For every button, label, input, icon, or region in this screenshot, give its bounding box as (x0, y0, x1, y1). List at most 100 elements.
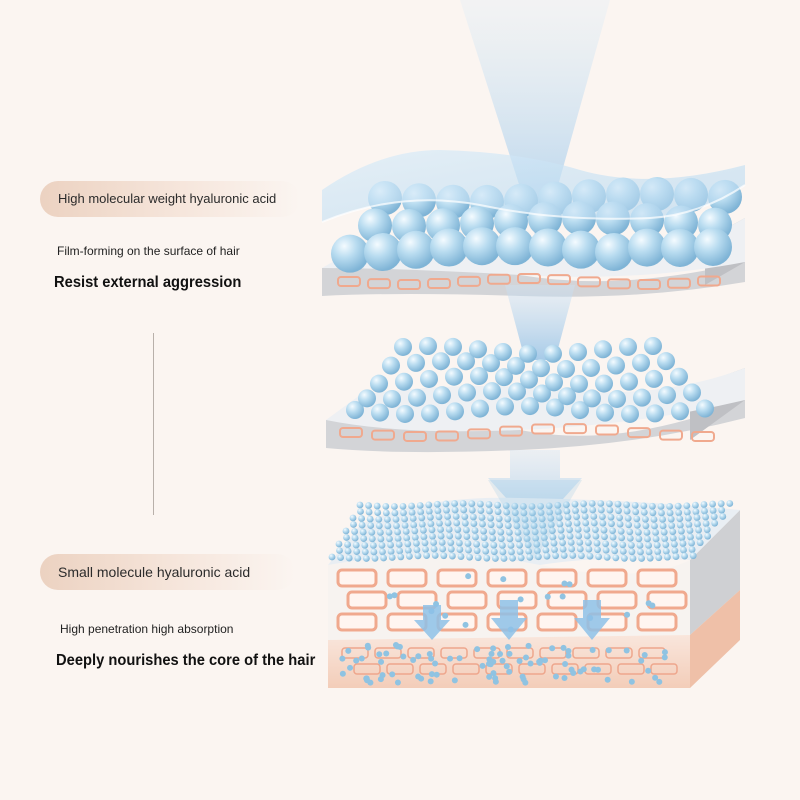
small-molecule (576, 539, 584, 546)
small-molecule (490, 670, 497, 677)
small-molecule (386, 535, 393, 543)
small-molecule (523, 528, 530, 536)
small-molecule (607, 513, 615, 521)
bottom-layer (328, 480, 740, 688)
small-molecule (339, 670, 346, 677)
medium-molecule (619, 337, 637, 356)
small-molecule (440, 552, 448, 560)
small-molecule (595, 553, 602, 561)
small-molecule (442, 500, 450, 508)
small-molecule (629, 555, 637, 562)
small-molecule (685, 514, 692, 522)
small-molecule (624, 611, 631, 618)
small-molecule (351, 534, 359, 542)
small-molecule (384, 516, 391, 523)
small-molecule (345, 554, 353, 562)
small-molecule (566, 532, 574, 540)
medium-molecule (582, 358, 600, 377)
cell (531, 423, 555, 435)
small-molecule (669, 528, 677, 536)
small-molecule (486, 507, 493, 515)
medium-molecule (521, 397, 539, 416)
small-molecule (370, 542, 377, 549)
small-molecule (559, 539, 566, 547)
medium-molecule (507, 356, 525, 375)
large-molecule (595, 232, 633, 271)
small-molecule (503, 663, 510, 670)
small-molecule (578, 552, 585, 560)
small-molecule (602, 546, 610, 554)
small-molecule (413, 539, 420, 547)
small-molecule (590, 519, 598, 527)
small-molecule (435, 513, 443, 521)
small-molecule (434, 500, 441, 508)
small-molecule (678, 527, 685, 535)
small-molecule (640, 508, 648, 516)
small-molecule (718, 506, 726, 514)
medium-molecule (496, 397, 514, 416)
small-molecule (382, 509, 390, 517)
cell (397, 278, 421, 290)
cell (667, 277, 691, 289)
small-molecule (560, 644, 567, 651)
small-molecule (580, 500, 587, 508)
cell (596, 590, 638, 610)
small-molecule (651, 522, 658, 530)
small-molecule (463, 526, 470, 534)
small-molecule (427, 513, 434, 521)
small-molecule (466, 553, 473, 561)
small-molecule (565, 652, 572, 659)
small-molecule (644, 535, 651, 543)
small-molecule (504, 515, 512, 523)
small-molecule (522, 522, 529, 530)
cell (337, 276, 361, 287)
medium-molecule (645, 369, 663, 388)
small-molecule (473, 547, 481, 555)
small-molecule (656, 678, 663, 685)
small-molecule (463, 533, 471, 540)
small-molecule (618, 534, 626, 542)
small-molecule (336, 547, 343, 554)
small-molecule (359, 528, 367, 536)
cell (547, 274, 571, 286)
small-molecule (676, 515, 684, 523)
small-molecule (524, 541, 532, 549)
small-molecule (605, 647, 612, 654)
small-molecule (394, 528, 401, 536)
cell (517, 273, 541, 285)
small-molecule (377, 529, 384, 536)
small-molecule (686, 527, 694, 534)
deep-cell (452, 663, 480, 675)
small-molecule (439, 545, 447, 553)
small-molecule (503, 508, 511, 516)
medium-molecule (469, 340, 487, 359)
small-molecule (506, 535, 514, 543)
small-molecule (357, 508, 364, 515)
small-molecule (499, 548, 507, 556)
small-molecule (375, 515, 383, 523)
cell (577, 276, 601, 288)
small-molecule (481, 541, 489, 549)
medium-molecule (671, 402, 689, 421)
small-molecule (368, 535, 376, 543)
small-molecule (614, 500, 622, 508)
small-molecule (394, 535, 402, 542)
small-molecule (420, 526, 427, 534)
penetration-arrow-1 (505, 285, 575, 360)
small-molecule (535, 553, 542, 561)
small-molecule (502, 502, 510, 510)
small-molecule (499, 657, 506, 664)
small-molecule (442, 612, 449, 619)
cell (499, 425, 523, 437)
large-molecule (463, 227, 501, 266)
small-molecule (443, 506, 450, 514)
cell (339, 427, 363, 438)
medium-molecule (382, 356, 400, 375)
small-molecule (496, 521, 504, 529)
large-molecule (397, 230, 435, 269)
small-molecule (554, 508, 562, 516)
large-molecule (661, 228, 699, 267)
medium-molecule (608, 389, 626, 408)
small-molecule (410, 656, 417, 663)
small-molecule (696, 539, 704, 547)
